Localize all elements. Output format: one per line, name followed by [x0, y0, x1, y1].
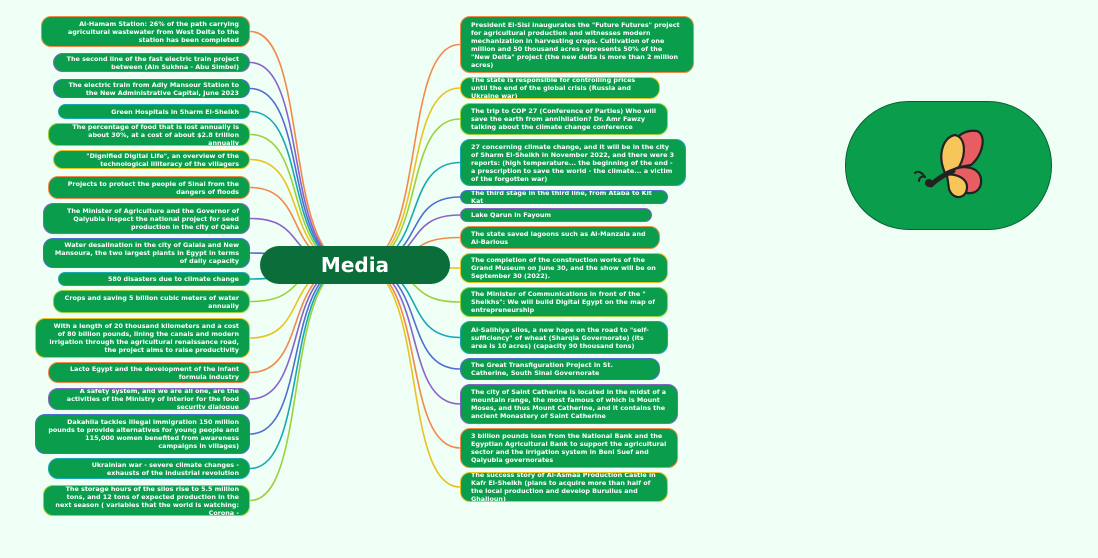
- topic-text: The state saved lagoons such as Al-Manza…: [471, 229, 646, 246]
- topic-text: A safety system, and we are all one, are…: [66, 388, 239, 410]
- topic-text: With a length of 20 thousand kilometers …: [49, 322, 239, 354]
- topic-text: The completion of the construction works…: [471, 256, 656, 280]
- central-topic[interactable]: Media: [260, 246, 450, 284]
- right-topic-node[interactable]: The state saved lagoons such as Al-Manza…: [460, 226, 660, 249]
- topic-text: Lake Qarun in Fayoum: [471, 211, 552, 219]
- left-topic-node[interactable]: Al-Hamam Station: 26% of the path carryi…: [41, 16, 250, 47]
- topic-text: Water desalination in the city of Galala…: [54, 241, 239, 265]
- topic-text: Lacto Egypt and the development of the i…: [69, 364, 239, 381]
- left-topic-node[interactable]: With a length of 20 thousand kilometers …: [35, 318, 250, 358]
- topic-text: President El-Sisi inaugurates the "Futur…: [471, 20, 680, 69]
- right-topic-node[interactable]: The third stage in the third line, from …: [460, 190, 668, 204]
- right-topic-node[interactable]: Lake Qarun in Fayoum: [460, 208, 652, 222]
- branch-link: [249, 30, 353, 266]
- left-topic-node[interactable]: Projects to protect the people of Sinai …: [48, 176, 250, 199]
- right-topic-node[interactable]: The success story of Al-Asmaa Production…: [460, 472, 668, 502]
- left-topic-node[interactable]: The electric train from Adly Mansour Sta…: [53, 79, 250, 98]
- topic-text: 580 disasters due to climate change: [107, 275, 239, 283]
- topic-text: The storage hours of the silos rise to 5…: [55, 485, 239, 516]
- left-topic-node[interactable]: The Minister of Agriculture and the Gove…: [43, 203, 250, 234]
- right-topic-node[interactable]: The completion of the construction works…: [460, 253, 668, 283]
- logo-badge: [845, 101, 1052, 230]
- left-topic-node[interactable]: The storage hours of the silos rise to 5…: [43, 485, 250, 516]
- topic-text: The success story of Al-Asmaa Production…: [471, 472, 656, 502]
- topic-text: The city of Saint Catherine is located i…: [471, 388, 667, 420]
- left-topic-node[interactable]: Lacto Egypt and the development of the i…: [48, 362, 250, 383]
- right-topic-node[interactable]: The city of Saint Catherine is located i…: [460, 384, 678, 424]
- topic-text: The electric train from Adly Mansour Sta…: [68, 80, 240, 97]
- left-topic-node[interactable]: The percentage of food that is lost annu…: [48, 123, 250, 146]
- topic-text: The second line of the fast electric tra…: [66, 54, 239, 71]
- branch-link: [357, 264, 461, 488]
- right-topic-node[interactable]: 27 concerning climate change, and it wil…: [460, 139, 686, 186]
- topic-text: Projects to protect the people of Sinai …: [67, 179, 239, 196]
- topic-text: Ukrainian war - severe climate changes -…: [91, 460, 239, 477]
- topic-text: The percentage of food that is lost annu…: [72, 123, 239, 146]
- right-topic-node[interactable]: Al-Salihiya silos, a new hope on the roa…: [460, 321, 668, 354]
- topic-text: "Dignified Digital Life", an overview of…: [86, 151, 239, 168]
- left-topic-node[interactable]: Green Hospitals in Sharm El-Sheikh: [58, 104, 250, 119]
- central-topic-label: Media: [320, 253, 390, 277]
- topic-text: The Great Transfiguration Project in St.…: [471, 361, 613, 377]
- left-topic-node[interactable]: Ukrainian war - severe climate changes -…: [48, 458, 250, 479]
- left-topic-node[interactable]: 580 disasters due to climate change: [58, 272, 250, 286]
- left-topic-node[interactable]: Dakahlia tackles illegal immigration 150…: [35, 414, 250, 454]
- left-topic-node[interactable]: A safety system, and we are all one, are…: [48, 388, 250, 410]
- right-topic-node[interactable]: 3 billion pounds loan from the National …: [460, 428, 678, 468]
- topic-text: Green Hospitals in Sharm El-Sheikh: [111, 107, 239, 116]
- topic-text: Al-Hamam Station: 26% of the path carryi…: [67, 19, 239, 44]
- right-topic-node[interactable]: The Great Transfiguration Project in St.…: [460, 358, 660, 380]
- right-topic-node[interactable]: The trip to COP 27 (Conference of Partie…: [460, 103, 668, 135]
- topic-text: Crops and saving 5 billion cubic meters …: [64, 293, 239, 310]
- left-topic-node[interactable]: "Dignified Digital Life", an overview of…: [53, 150, 250, 169]
- topic-text: The Minister of Communications in front …: [471, 290, 656, 314]
- topic-text: The state is responsible for controlling…: [471, 77, 636, 99]
- topic-text: 27 concerning climate change, and it wil…: [471, 142, 675, 183]
- left-topic-node[interactable]: Crops and saving 5 billion cubic meters …: [53, 290, 250, 313]
- topic-text: 3 billion pounds loan from the National …: [471, 432, 667, 464]
- topic-text: The trip to COP 27 (Conference of Partie…: [471, 107, 657, 131]
- butterfly-icon: [913, 129, 984, 198]
- branch-link: [249, 110, 353, 266]
- right-topic-node[interactable]: President El-Sisi inaugurates the "Futur…: [460, 16, 694, 73]
- topic-text: The third stage in the third line, from …: [471, 190, 652, 204]
- topic-text: The Minister of Agriculture and the Gove…: [66, 206, 239, 231]
- right-topic-node[interactable]: The state is responsible for controlling…: [460, 77, 660, 99]
- branch-link: [357, 43, 461, 266]
- right-topic-node[interactable]: The Minister of Communications in front …: [460, 287, 668, 317]
- topic-text: Al-Salihiya silos, a new hope on the roa…: [471, 325, 649, 350]
- left-topic-node[interactable]: Water desalination in the city of Galala…: [43, 238, 250, 268]
- left-topic-node[interactable]: The second line of the fast electric tra…: [53, 53, 250, 72]
- topic-text: Dakahlia tackles illegal immigration 150…: [48, 418, 239, 450]
- branch-link: [357, 264, 461, 405]
